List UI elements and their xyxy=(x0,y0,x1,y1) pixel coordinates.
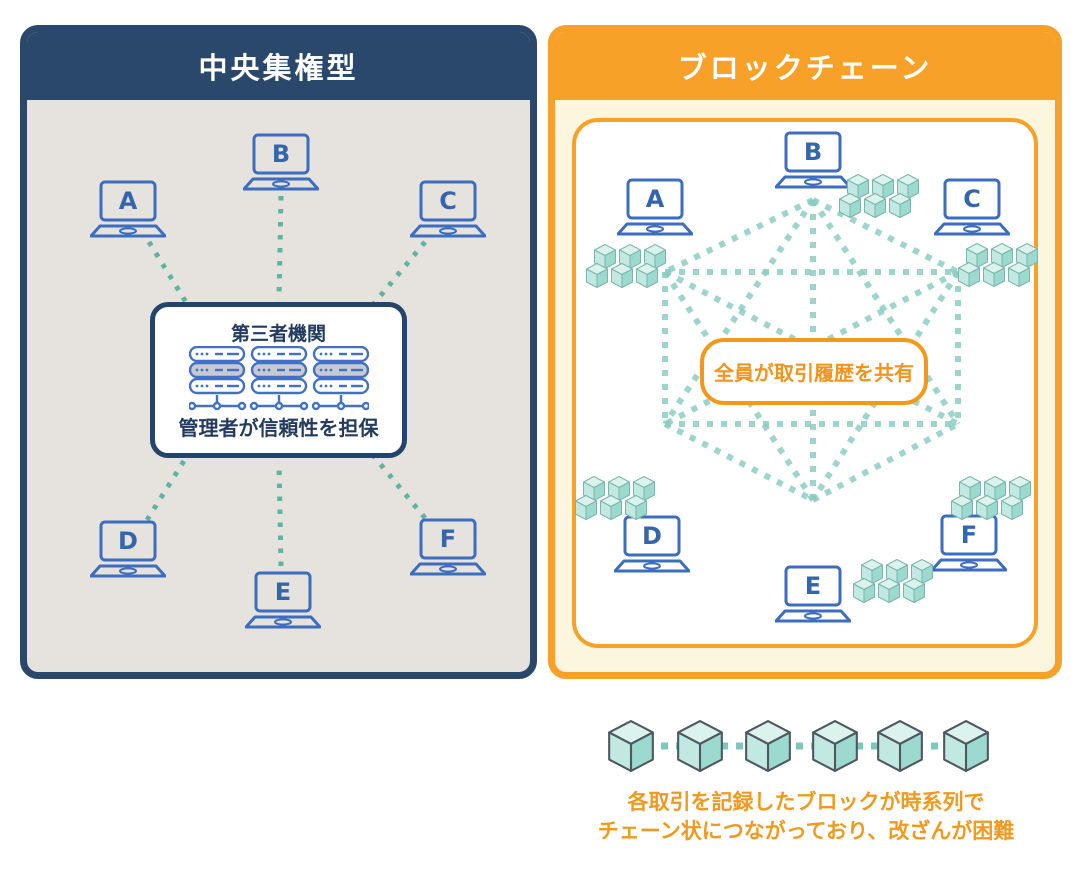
mesh-edges xyxy=(662,197,961,503)
centralized-panel-title: 中央集権型 xyxy=(27,32,530,100)
footer-caption: 各取引を記録したブロックが時系列で チェーン状につながっており、改ざんが困難 xyxy=(548,788,1064,846)
laptop-a-icon: A xyxy=(617,178,693,236)
chain-block-3 xyxy=(745,720,791,772)
chain-block-2 xyxy=(677,720,723,772)
blockchain-network-graphic: B A C D E xyxy=(555,131,1055,623)
block-cluster-c xyxy=(959,244,1038,287)
blockchain-panel-title: ブロックチェーン xyxy=(555,32,1055,100)
node-label: C xyxy=(963,185,981,213)
hub-spoke-lines xyxy=(144,195,427,567)
centralized-panel-body: B A C D E xyxy=(27,100,530,672)
third-party-title: 第三者機関 xyxy=(230,323,326,345)
chain-block-4 xyxy=(812,720,858,772)
block-cluster-f xyxy=(952,477,1031,520)
node-label: B xyxy=(272,140,290,168)
blockchain-panel: ブロックチェーン xyxy=(548,25,1062,679)
node-label: F xyxy=(440,525,456,553)
block-cluster-d xyxy=(576,477,655,520)
laptop-f-icon: F xyxy=(931,514,1007,572)
server-rack-group xyxy=(188,346,369,411)
blockchain-panel-body: B A C D E xyxy=(555,100,1055,672)
laptop-e-icon: E xyxy=(775,565,851,623)
laptop-a-icon: A xyxy=(90,180,166,238)
node-label: A xyxy=(119,187,138,215)
third-party-box: 第三者機関 xyxy=(150,302,407,458)
node-label: E xyxy=(805,572,821,600)
node-label: B xyxy=(804,138,822,166)
chain-block-6 xyxy=(943,720,989,772)
node-label: F xyxy=(961,521,977,549)
node-label: D xyxy=(642,522,662,550)
node-label: A xyxy=(646,185,665,213)
chain-block-5 xyxy=(877,720,923,772)
node-label: D xyxy=(118,527,138,555)
laptop-c-icon: C xyxy=(410,180,486,238)
block-cluster-a xyxy=(587,245,666,288)
blockchain-chain-graphic xyxy=(608,720,989,772)
footer-caption-line2: チェーン状につながっており、改ざんが困難 xyxy=(597,819,1015,843)
laptop-c-icon: C xyxy=(934,178,1010,236)
laptop-b-icon: B xyxy=(775,131,851,189)
laptop-d-icon: D xyxy=(614,515,690,573)
laptop-d-icon: D xyxy=(90,520,166,578)
shared-ledger-label: 全員が取引履歴を共有 xyxy=(700,338,928,405)
node-label: C xyxy=(439,187,457,215)
laptop-e-icon: E xyxy=(245,571,321,629)
chain-block-1 xyxy=(608,720,654,772)
block-cluster-e xyxy=(854,560,933,603)
node-label: E xyxy=(275,578,291,606)
footer-caption-line1: 各取引を記録したブロックが時系列で xyxy=(627,790,985,814)
laptop-f-icon: F xyxy=(410,518,486,576)
centralized-panel: 中央集権型 B A xyxy=(20,25,537,679)
laptop-b-icon: B xyxy=(243,133,319,191)
third-party-caption: 管理者が信頼性を担保 xyxy=(178,416,379,440)
block-cluster-b xyxy=(840,175,919,218)
server-rack-icon xyxy=(188,346,369,411)
centralized-network-graphic: B A C D E xyxy=(90,133,486,629)
